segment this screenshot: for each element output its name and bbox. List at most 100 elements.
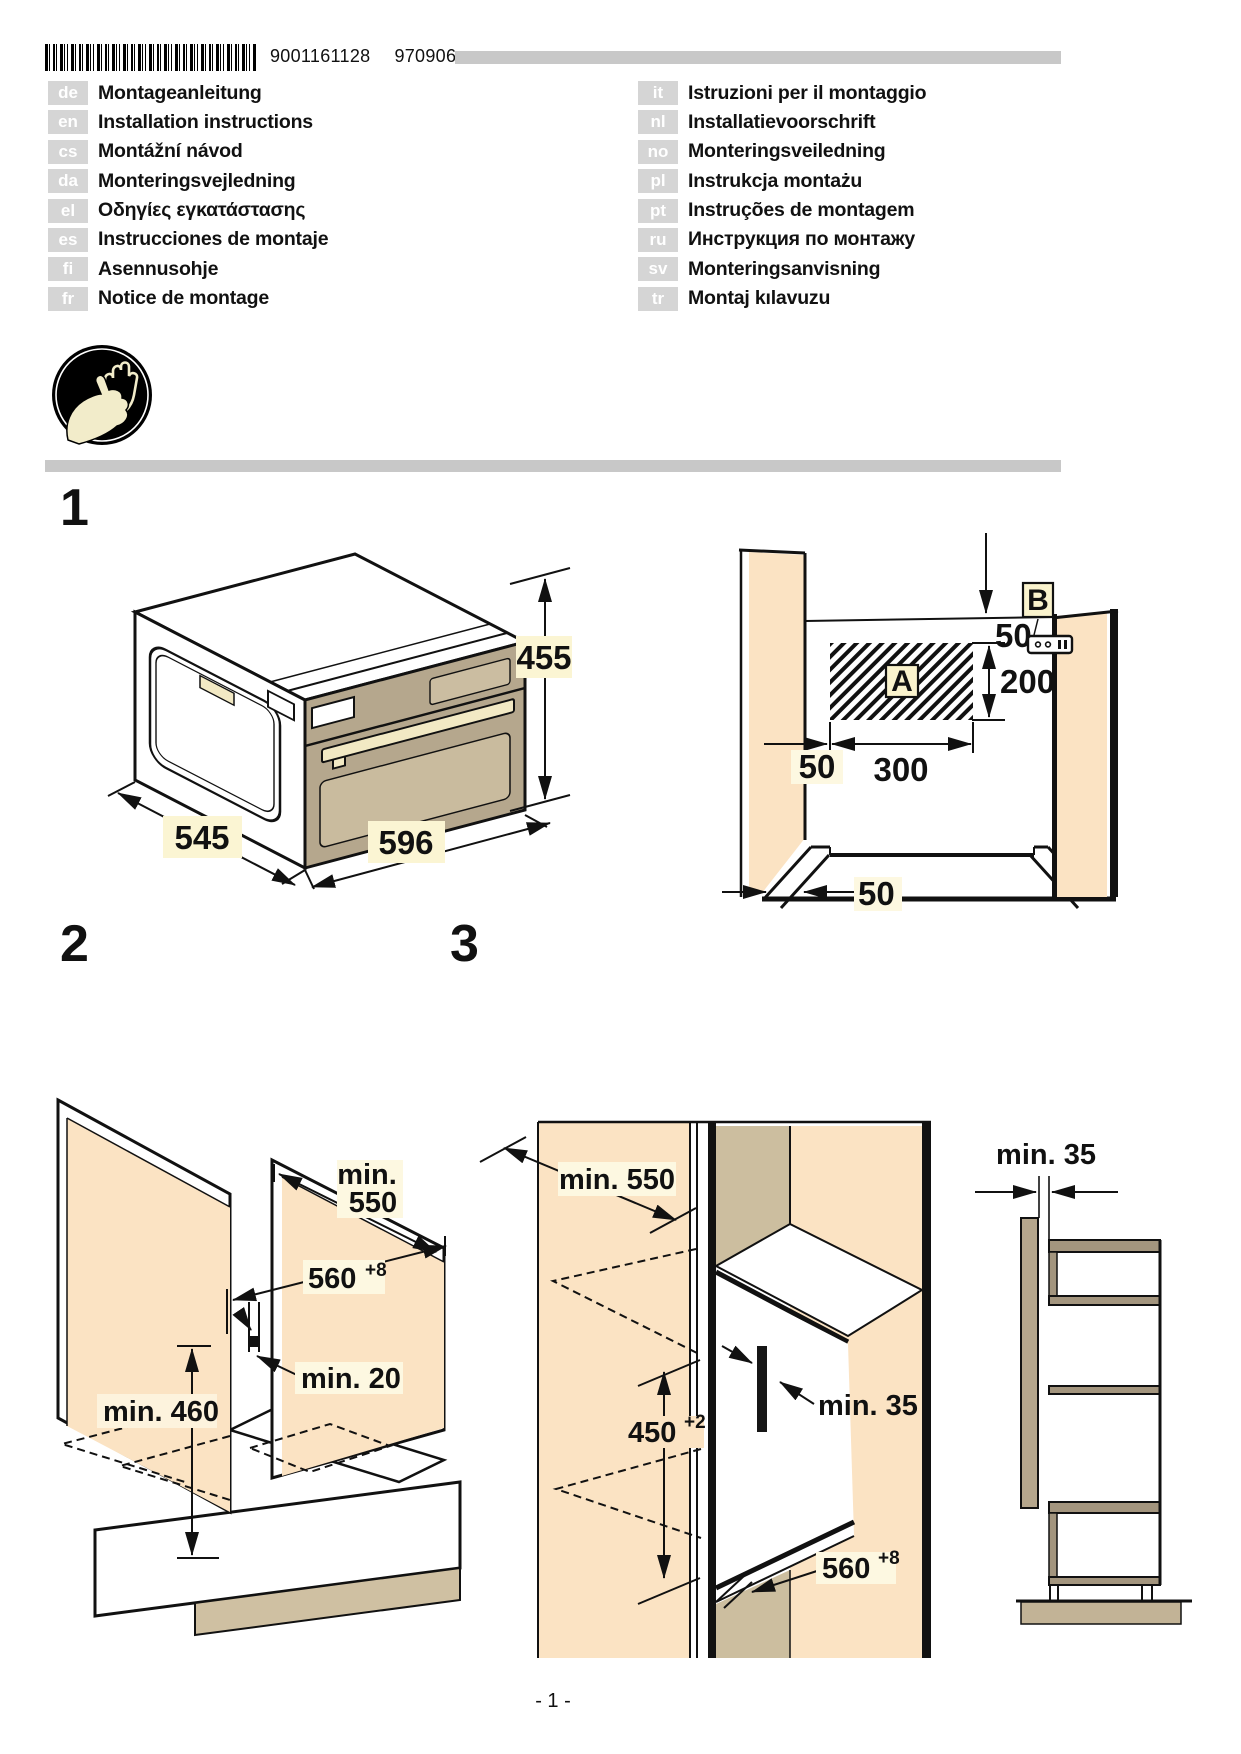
niche-drawing: A 50 200 300 50 [722, 533, 1119, 912]
dim-depth-min550: min. 550 [273, 1159, 446, 1256]
dim-min35-rear-label: min. 35 [818, 1390, 918, 1422]
plinth [194, 1566, 461, 1637]
dim-top-gap-label: 50 [995, 617, 1032, 654]
dim-min550-line1: min. [337, 1159, 397, 1191]
barcode [45, 44, 257, 71]
language-code-badge: en [48, 110, 88, 135]
language-title: Инструкция по монтажу [688, 228, 916, 251]
dim-height-450: 450 +2 [624, 1359, 706, 1605]
language-row: it Istruzioni per il montaggio [638, 81, 927, 105]
dim-oven-width: 596 [304, 814, 551, 890]
dim-200-label: 200 [1000, 663, 1055, 700]
order-code: 970906 [394, 46, 457, 66]
oven-display [429, 657, 511, 706]
label-b: B [1027, 584, 1049, 617]
dim-min460-label: min. 460 [103, 1396, 219, 1428]
language-code-badge: da [48, 169, 88, 194]
language-code-badge: cs [48, 139, 88, 164]
figure1-number: 1 [60, 479, 89, 537]
dim-min35-wall-label: min. 35 [996, 1139, 1096, 1171]
figure2-drawing: min. 550 560 +8 min. 20 min. 460 [56, 1097, 462, 1637]
dim-560-label: 560 [308, 1263, 356, 1295]
figure2-number: 2 [60, 915, 89, 973]
dim-width-560: 560 +8 [226, 1244, 447, 1334]
section-divider-bar [45, 460, 1061, 472]
dim-450-label: 450 [628, 1417, 676, 1449]
language-title: Instruções de montagem [688, 199, 915, 222]
language-row: pt Instruções de montagem [638, 198, 926, 223]
header-gray-bar [455, 51, 1061, 64]
language-title: Monteringsvejledning [98, 169, 296, 192]
glove-front [66, 374, 130, 445]
oven-front [303, 640, 527, 870]
language-row: no Monteringsveiledning [638, 139, 926, 164]
dim-floor-strip-label: 50 [858, 875, 895, 912]
language-title: Istruzioni per il montaggio [688, 81, 927, 104]
dim-rear-vent-min35: min. 35 [721, 1345, 918, 1422]
language-row: da Monteringsvejledning [48, 169, 328, 194]
wall-batten [1020, 1217, 1039, 1509]
label-a: A [891, 665, 913, 698]
language-row: nl Installatievoorschrift [638, 110, 926, 135]
language-code-badge: pl [638, 169, 678, 194]
niche-back-wall [716, 1126, 790, 1266]
dim-596-label: 596 [378, 824, 433, 861]
language-title: Montageanleitung [98, 81, 262, 104]
language-title: Instrucciones de montaje [98, 228, 329, 251]
figure1-drawing: 455 545 596 [107, 533, 1119, 912]
language-code-badge: nl [638, 110, 678, 135]
tall-cabinet-section: min. 550 450 +2 min. 35 [479, 1120, 931, 1658]
dim-560-tolerance: +8 [878, 1548, 900, 1569]
dim-min550-label: min. 550 [559, 1164, 675, 1196]
page-number: - 1 - [535, 1690, 571, 1712]
dim-width-560: 560 +8 [715, 1548, 900, 1609]
language-row: cs Montážní návod [48, 139, 328, 164]
dim-depth-min550: min. 550 [479, 1136, 697, 1234]
dim-455-label: 455 [516, 639, 571, 676]
language-row: sv Monteringsanvisning [638, 257, 926, 282]
language-code-badge: tr [638, 286, 678, 311]
cabinet-foot [1141, 1584, 1153, 1602]
language-code-badge: fr [48, 286, 88, 311]
dim-side-gap-label: 50 [799, 748, 836, 785]
dim-450-tolerance: +2 [684, 1412, 706, 1433]
oven-handle [321, 698, 515, 764]
language-title: Montážní návod [98, 140, 243, 163]
cabinet-foot [1049, 1584, 1059, 1602]
language-code-badge: ru [638, 227, 678, 252]
side-view-section: min. 35 [975, 1139, 1192, 1625]
dim-oven-height: 455 [509, 567, 572, 812]
language-title: Instrukcja montażu [688, 169, 863, 192]
rear-slot [250, 1336, 259, 1347]
dim-min20-label: min. 20 [301, 1363, 401, 1395]
language-code-badge: sv [638, 257, 678, 282]
language-title: Installation instructions [98, 110, 313, 133]
language-title: Installatievoorschrift [688, 110, 876, 133]
dim-545-label: 545 [174, 819, 229, 856]
language-row: es Instrucciones de montaje [48, 227, 329, 252]
dim-560-tolerance: +8 [365, 1260, 387, 1281]
figure3-drawing: min. 550 450 +2 min. 35 [479, 1120, 1192, 1658]
language-code-badge: fi [48, 257, 88, 282]
language-row: en Installation instructions [48, 110, 328, 135]
language-code-badge: it [638, 81, 678, 105]
language-code-badge: es [48, 227, 88, 252]
language-title: Monteringsveiledning [688, 140, 886, 163]
language-code-badge: no [638, 139, 678, 164]
figure3-number: 3 [450, 915, 479, 973]
dim-300-label: 300 [873, 751, 928, 788]
language-code-badge: pt [638, 198, 678, 223]
rear-spacer-bar [757, 1346, 767, 1432]
gloves-icon [52, 345, 152, 445]
language-title: Οδηγίες εγκατάστασης [98, 199, 306, 222]
oven-drawing: 455 545 596 [107, 552, 572, 890]
language-title: Monteringsanvisning [688, 257, 881, 280]
dim-min550-line2: 550 [349, 1187, 397, 1219]
door-latch [199, 674, 235, 707]
